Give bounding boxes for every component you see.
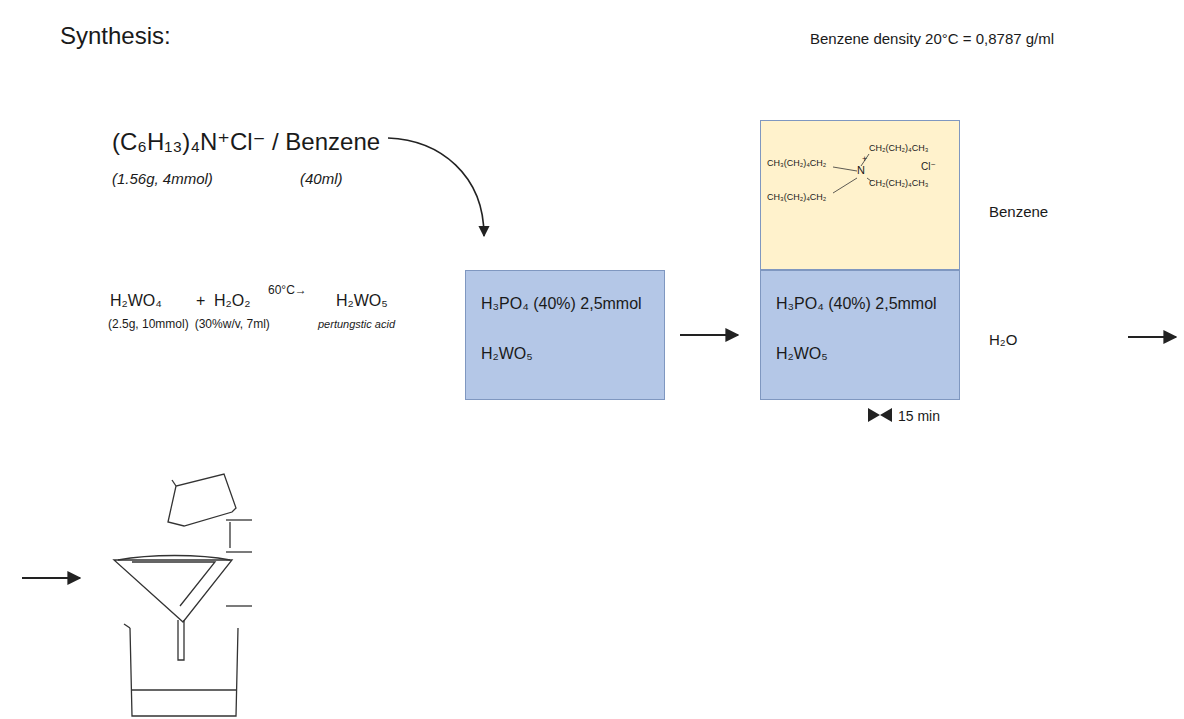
reagent-formula: (C₆H₁₃)₄N⁺Cl⁻ / Benzene: [112, 128, 380, 156]
quantity-note: (2.5g, 10mmol): [108, 318, 189, 332]
plus-sign: +: [196, 292, 205, 310]
counter-ion: Cl⁻: [921, 161, 936, 173]
curved-arrow: [388, 138, 484, 236]
organic-phase-box: CH₃(CH₂)₄CH₂ CH₂(CH₂)₄CH₃ N+ Cl⁻ CH₃(CH₂)₄CH…: [760, 120, 960, 270]
quantity-note: (30%w/v, 7ml): [195, 318, 270, 332]
quantity-note: (40ml): [300, 170, 343, 187]
reagent-formula: H₂WO₄: [110, 292, 162, 310]
quantity-note: (1.56g, 4mmol): [112, 170, 213, 187]
phase-label: H₂O: [989, 331, 1017, 348]
page-title: Synthesis:: [60, 22, 171, 50]
reagent-formula: H₂O₂: [214, 292, 250, 310]
aqueous-phase-box: H₃PO₄ (40%) 2,5mmolH₂WO₅H₂O: [760, 270, 960, 400]
reaction-condition: 60°C→: [268, 284, 307, 298]
bond-line: [833, 167, 857, 171]
product-formula: H₂WO₅: [336, 292, 388, 310]
alkyl-chain: CH₃(CH₂)₄CH₂: [767, 158, 826, 168]
reagent-text: H₂WO₅: [776, 345, 828, 363]
product-name: pertungstic acid: [318, 318, 395, 331]
alkyl-chain: CH₂(CH₂)₄CH₃: [869, 143, 928, 153]
alkyl-chain: CH₃(CH₂)₄CH₂: [767, 192, 826, 202]
alkyl-chain: CH₂(CH₂)₄CH₃: [869, 178, 928, 188]
process-arrow: [680, 334, 738, 336]
time-label: 15 min: [898, 408, 940, 424]
nitrogen-atom: N: [857, 164, 865, 177]
note-text: Benzene density 20°C = 0,8787 g/ml: [810, 30, 1054, 47]
reagent-text: H₃PO₄ (40%) 2,5mmol: [481, 295, 642, 313]
reagent-text: H₃PO₄ (40%) 2,5mmol: [776, 295, 937, 313]
phase-label: Benzene: [989, 203, 1048, 220]
bond-line: [833, 178, 857, 193]
process-arrow: [22, 577, 80, 579]
process-arrow: [1128, 336, 1176, 338]
filtration-drawing: [114, 474, 252, 716]
aqueous-phase-box: H₃PO₄ (40%) 2,5mmolH₂WO₅: [465, 270, 665, 400]
reagent-text: H₂WO₅: [481, 345, 533, 363]
stir-symbol: [868, 408, 892, 422]
charge-sign: +: [862, 154, 867, 164]
